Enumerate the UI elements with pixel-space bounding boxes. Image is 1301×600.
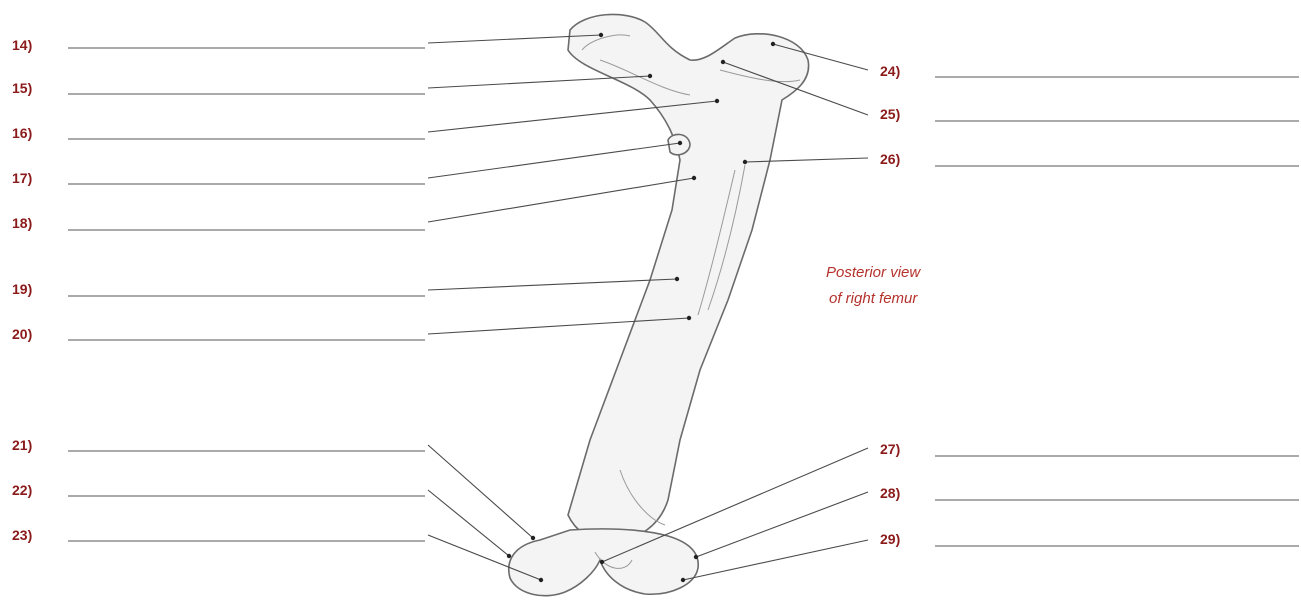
label-number: 19) (12, 281, 32, 297)
label-number: 28) (880, 485, 900, 501)
pointer-dot (681, 578, 685, 582)
label-22: 22) (12, 482, 511, 558)
label-number: 23) (12, 527, 32, 543)
label-19: 19) (12, 277, 679, 297)
label-20: 20) (12, 316, 691, 342)
femur-illustration (509, 14, 809, 595)
label-17: 17) (12, 141, 682, 186)
label-number: 27) (880, 441, 900, 457)
leader-line (683, 540, 868, 580)
pointer-dot (694, 555, 698, 559)
label-15: 15) (12, 74, 652, 96)
pointer-dot (715, 99, 719, 103)
pointer-dot (600, 560, 604, 564)
pointer-dot (692, 176, 696, 180)
label-number: 26) (880, 151, 900, 167)
pointer-dot (539, 578, 543, 582)
pointer-dot (599, 33, 603, 37)
label-number: 24) (880, 63, 900, 79)
label-14: 14) (12, 33, 603, 53)
leader-line (428, 76, 650, 88)
pointer-dot (771, 42, 775, 46)
label-28: 28) (694, 485, 1299, 559)
label-number: 20) (12, 326, 32, 342)
label-26: 26) (743, 151, 1299, 167)
leader-line (428, 445, 533, 538)
caption-line-2: of right femur (829, 290, 918, 307)
pointer-dot (507, 554, 511, 558)
leader-line (696, 492, 868, 557)
leader-line (428, 178, 694, 222)
label-number: 21) (12, 437, 32, 453)
label-number: 15) (12, 80, 32, 96)
label-21: 21) (12, 437, 535, 540)
pointer-dot (743, 160, 747, 164)
label-number: 25) (880, 106, 900, 122)
label-number: 29) (880, 531, 900, 547)
label-number: 22) (12, 482, 32, 498)
pointer-dot (675, 277, 679, 281)
pointer-dot (531, 536, 535, 540)
pointer-dot (678, 141, 682, 145)
leader-line (428, 143, 680, 178)
label-24: 24) (771, 42, 1299, 79)
label-29: 29) (681, 531, 1299, 582)
caption-line-1: Posterior view (826, 264, 921, 281)
pointer-dot (721, 60, 725, 64)
label-number: 17) (12, 170, 32, 186)
pointer-dot (687, 316, 691, 320)
label-23: 23) (12, 527, 543, 582)
label-number: 14) (12, 37, 32, 53)
pointer-dot (648, 74, 652, 78)
label-number: 16) (12, 125, 32, 141)
leader-line (428, 279, 677, 290)
label-16: 16) (12, 99, 719, 141)
label-number: 18) (12, 215, 32, 231)
leader-line (428, 490, 509, 556)
